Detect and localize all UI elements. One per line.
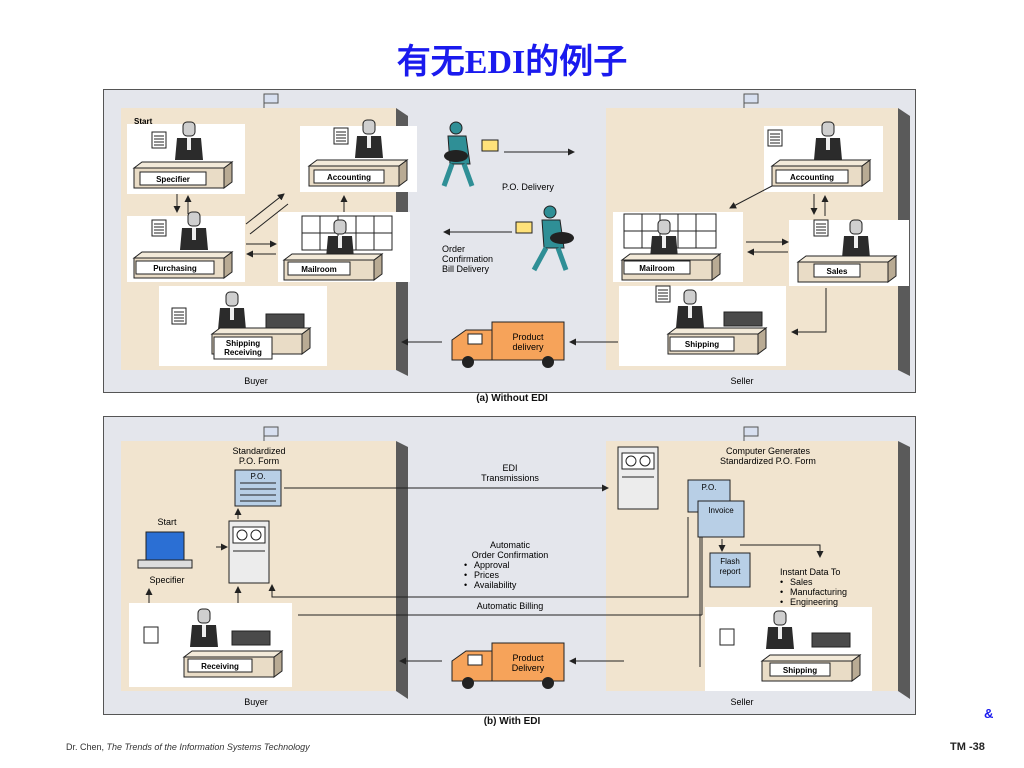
footer-course: The Trends of the Information Systems Te… <box>106 742 310 752</box>
purchasing-label: Purchasing <box>153 264 197 273</box>
auto-item-bullet: • <box>464 580 467 590</box>
start-label: Start <box>134 117 153 126</box>
computer-icon <box>137 531 193 569</box>
purchasing-station: Purchasing <box>127 211 245 282</box>
auto-item-bullet: • <box>464 560 467 570</box>
order-conf-2: Confirmation <box>442 254 493 264</box>
nav-symbol[interactable]: & <box>984 706 994 721</box>
flag-icon <box>743 426 759 437</box>
shipping-station: Shipping <box>705 607 872 691</box>
sales-label: Sales <box>827 267 848 276</box>
mainframe-seller <box>617 446 659 510</box>
po-seller-label: P.O. <box>702 483 717 492</box>
accounting-seller-station: Accounting <box>764 121 883 192</box>
instant-bullet: • <box>780 597 783 607</box>
instant-title: Instant Data To <box>780 567 840 577</box>
mailroom-label: Mailroom <box>301 265 337 274</box>
panel-with-edi: Standardized P.O. Form P.O. EDI Transmis… <box>103 416 916 715</box>
invoice-label: Invoice <box>708 506 734 515</box>
delivery-label: Delivery <box>512 663 545 673</box>
panel-without-edi: Start Specifier Accounting Purchasing Ma… <box>103 89 916 393</box>
accounting-seller-label: Accounting <box>790 173 834 182</box>
instant-bullet: • <box>780 587 783 597</box>
order-conf-3: Bill Delivery <box>442 264 490 274</box>
mailroom-seller-station: Mailroom <box>613 212 743 282</box>
specifier-label: Specifier <box>149 575 184 585</box>
sales-station: Sales <box>789 219 909 286</box>
product-label: Product <box>512 332 544 342</box>
accounting-buyer-station: Accounting <box>300 119 417 192</box>
product-label: Product <box>512 653 544 663</box>
page-number: TM -38 <box>950 741 985 753</box>
mailroom-seller-label: Mailroom <box>639 264 675 273</box>
po-delivery-label: P.O. Delivery <box>502 182 554 192</box>
shipping-seller-station: Shipping <box>619 285 786 366</box>
shipping-receiving-station: Shipping Receiving <box>159 286 327 366</box>
without-edi-diagram: Start Specifier Accounting Purchasing Ma… <box>121 93 910 386</box>
flash-label-2: report <box>720 567 742 576</box>
receiving-station: Receiving <box>129 603 292 687</box>
auto-item-approval: Approval <box>474 560 510 570</box>
shipping-seller-label: Shipping <box>685 340 719 349</box>
buyer-label: Buyer <box>244 376 268 386</box>
auto-item-bullet: • <box>464 570 467 580</box>
receiving-label: Receiving <box>201 662 239 671</box>
caption-with-edi: (b) With EDI <box>483 716 541 727</box>
delivery-label: delivery <box>512 342 544 352</box>
instant-item-engineering: Engineering <box>790 597 838 607</box>
instant-bullet: • <box>780 577 783 587</box>
order-conf-1: Order <box>442 244 465 254</box>
caption-without-edi: (a) Without EDI <box>476 393 548 404</box>
edi-label-2: Transmissions <box>481 473 539 483</box>
mailman-po-delivery <box>441 121 499 187</box>
auto-label-1: Automatic <box>490 540 531 550</box>
receiving-label: Receiving <box>224 348 262 357</box>
computer-label-1: Computer Generates <box>726 446 811 456</box>
flag-icon <box>743 93 759 104</box>
footer-credit: Dr. Chen, The Trends of the Information … <box>66 742 310 752</box>
accounting-label: Accounting <box>327 173 371 182</box>
edi-label-1: EDI <box>502 463 517 473</box>
std-po-label-2: P.O. Form <box>239 456 279 466</box>
footer-author: Dr. Chen, <box>66 742 107 752</box>
po-document-buyer: P.O. <box>234 469 282 507</box>
auto-billing-label: Automatic Billing <box>477 601 544 611</box>
shipping-label: Shipping <box>226 339 260 348</box>
auto-label-2: Order Confirmation <box>472 550 549 560</box>
product-delivery-truck: Product delivery <box>451 321 565 368</box>
flash-report-document: Flash report <box>709 552 751 588</box>
instant-item-sales: Sales <box>790 577 813 587</box>
instant-item-manufacturing: Manufacturing <box>790 587 847 597</box>
flash-label-1: Flash <box>720 557 740 566</box>
std-po-label-1: Standardized <box>232 446 285 456</box>
seller-label: Seller <box>730 376 753 386</box>
buyer-label: Buyer <box>244 697 268 707</box>
mailroom-buyer-station: Mailroom <box>278 212 410 282</box>
flag-icon <box>263 93 279 104</box>
flag-icon <box>263 426 279 437</box>
invoice-document: Invoice <box>697 500 745 538</box>
start-label: Start <box>157 517 177 527</box>
mailman-order-confirmation <box>515 205 574 272</box>
specifier-station: Start Specifier <box>127 117 245 194</box>
auto-item-prices: Prices <box>474 570 500 580</box>
mainframe-buyer <box>228 520 270 584</box>
seller-label: Seller <box>730 697 753 707</box>
specifier-label: Specifier <box>156 175 190 184</box>
computer-label-2: Standardized P.O. Form <box>720 456 816 466</box>
slide-title: 有无EDI的例子 <box>396 44 628 81</box>
auto-item-availability: Availability <box>474 580 517 590</box>
po-label: P.O. <box>251 472 266 481</box>
shipping-label: Shipping <box>783 666 817 675</box>
with-edi-diagram: Standardized P.O. Form P.O. EDI Transmis… <box>121 426 910 707</box>
product-delivery-truck: Product Delivery <box>451 642 565 689</box>
